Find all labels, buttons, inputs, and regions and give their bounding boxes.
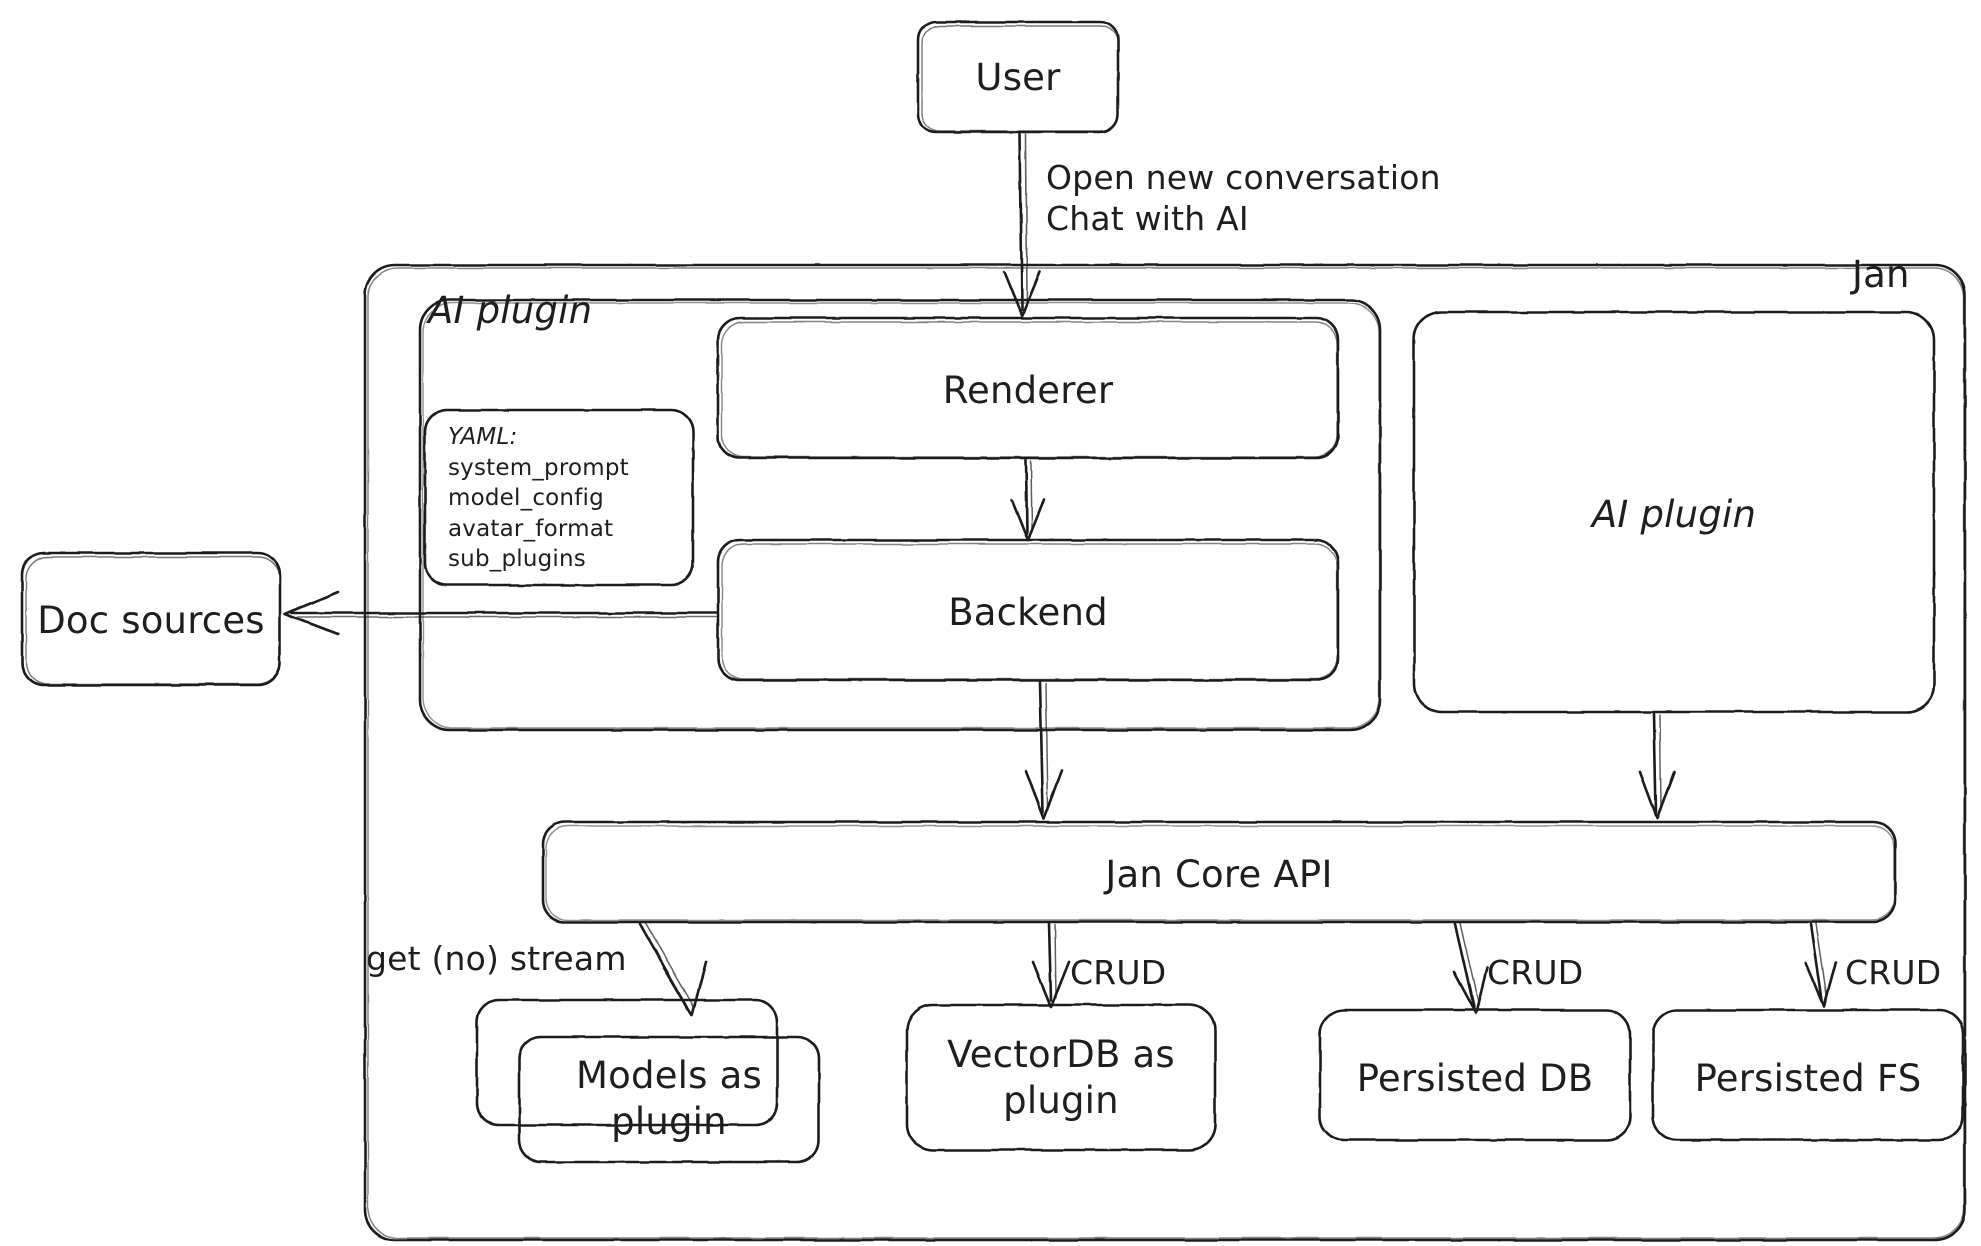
jan-core-api-shape [541, 820, 1897, 924]
edge-label-core-to-persisted-db: CRUD [1487, 953, 1584, 992]
persisted-fs-box-shape [1651, 1008, 1965, 1142]
arrow-user-to-renderer [1002, 131, 1042, 318]
ai-plugin-group-label: AI plugin [428, 289, 593, 332]
jan-container-label: Jan [1852, 253, 1910, 296]
edge-label-core-to-persisted-fs: CRUD [1845, 953, 1942, 992]
arrow-renderer-to-backend [1010, 458, 1046, 542]
arrow-core-to-persisted-db [1452, 922, 1489, 1015]
yaml-key-avatar-format: avatar_format [448, 515, 614, 542]
arrow-core-to-persisted-fs [1804, 922, 1838, 1008]
arrow-ai-plugin-to-core [1638, 712, 1676, 820]
yaml-card-shape [423, 408, 695, 587]
vectordb-as-plugin-box-shape [905, 1003, 1217, 1152]
jan-core-api-node-label[interactable]: Jan Core API [1105, 853, 1333, 896]
arrow-backend-to-doc-sources [283, 590, 718, 636]
backend-node-label[interactable]: Backend [948, 591, 1108, 634]
yaml-key-sub-plugins: sub_plugins [448, 546, 586, 573]
yaml-card: YAML: system_prompt model_config avatar_… [448, 422, 692, 575]
yaml-key-model-config: model_config [448, 485, 604, 512]
doc-sources-node-label[interactable]: Doc sources [37, 599, 265, 642]
user-box-shape [916, 20, 1120, 134]
user-node-label[interactable]: User [975, 56, 1061, 99]
yaml-key-system-prompt: system_prompt [448, 454, 629, 481]
yaml-heading: YAML: [448, 424, 518, 450]
doc-sources-box-shape [20, 551, 282, 687]
renderer-node-label[interactable]: Renderer [942, 369, 1114, 412]
ai-plugin-right-box-shape [1412, 310, 1936, 714]
edge-label-core-to-vectordb: CRUD [1070, 953, 1167, 992]
edge-label-core-to-models: get (no) stream [366, 939, 627, 978]
vectordb-as-plugin-node-label[interactable]: VectorDB as plugin [947, 1033, 1175, 1123]
arrow-backend-to-core [1024, 680, 1064, 820]
renderer-box-shape [716, 316, 1340, 460]
ai-plugin-group-shape [418, 298, 1382, 732]
persisted-db-node-label[interactable]: Persisted DB [1356, 1057, 1594, 1100]
edge-label-user-to-renderer: Open new conversation Chat with AI [1046, 158, 1441, 239]
ai-plugin-right-node-label[interactable]: AI plugin [1591, 493, 1757, 536]
persisted-fs-node-label[interactable]: Persisted FS [1694, 1057, 1922, 1100]
jan-container-shape [363, 263, 1967, 1242]
arrow-core-to-models [638, 921, 708, 1017]
models-as-plugin-box-shape [475, 998, 821, 1164]
arrow-core-to-vectordb [1031, 922, 1071, 1009]
models-as-plugin-node-label[interactable]: Models as plugin [576, 1054, 762, 1144]
